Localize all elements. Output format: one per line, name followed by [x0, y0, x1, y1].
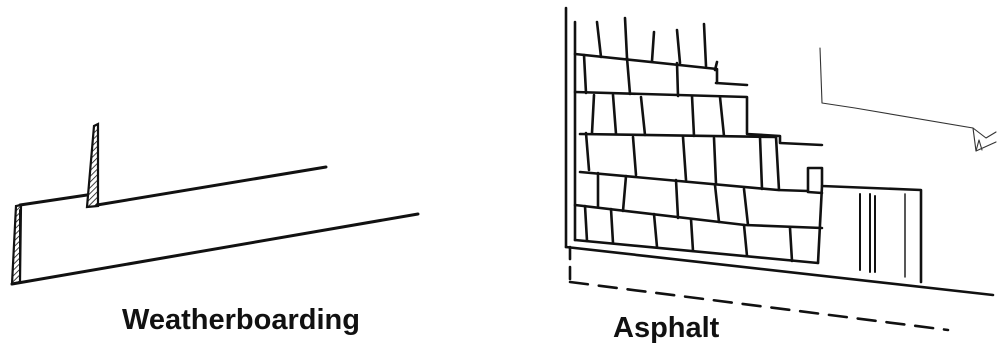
ground-line: [564, 245, 995, 297]
upper-board-section: [85, 122, 100, 209]
course-outline-3: [578, 132, 778, 139]
asphalt-caption: Asphalt: [613, 312, 720, 344]
course-outline-6: [573, 238, 820, 265]
lower-board-top-edge: [18, 193, 89, 207]
background-outline: [819, 47, 997, 152]
course-outline-2: [573, 90, 824, 147]
lower-board-bottom-edge: [10, 212, 420, 286]
weatherboarding-drawing: [10, 122, 420, 286]
upper-board-edge: [95, 165, 328, 207]
weatherboarding-caption: Weatherboarding: [122, 304, 360, 336]
asphalt-drawing: [564, 6, 995, 332]
course-outline-4: [578, 166, 923, 284]
foundation-dashed-line: [568, 280, 950, 332]
lower-board-section: [10, 203, 23, 286]
course-outline-1: [573, 52, 719, 85]
